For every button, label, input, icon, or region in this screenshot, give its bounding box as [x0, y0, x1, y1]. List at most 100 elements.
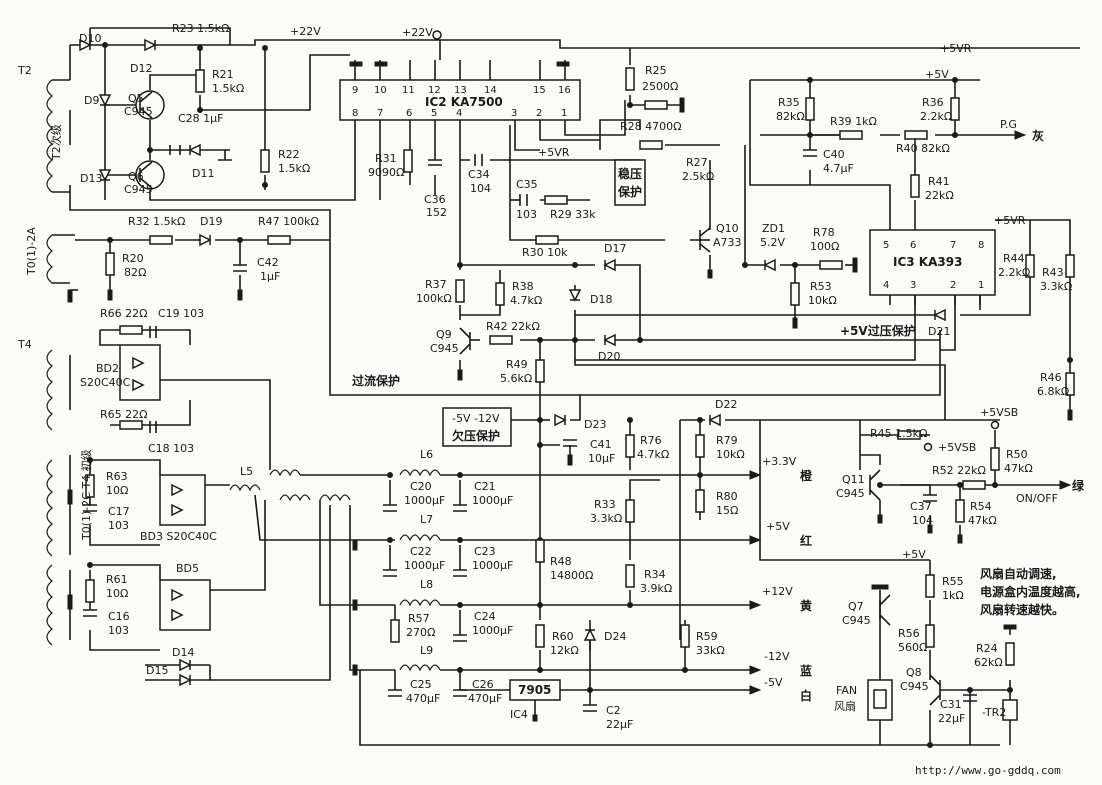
transistor-q7	[879, 594, 891, 626]
capacitor-c26	[453, 689, 467, 697]
label-22v-b: +22V	[402, 26, 433, 39]
label-r54: R54	[970, 500, 992, 513]
resistor-r57	[390, 619, 400, 643]
resistor-r46	[1065, 372, 1075, 396]
label-r53: R53	[810, 280, 832, 293]
label-r43-value: 3.3kΩ	[1040, 280, 1072, 293]
diode-d21	[933, 308, 946, 322]
label-d18: D18	[590, 293, 612, 306]
label-r76: R76	[640, 434, 662, 447]
label-r56-value: 560Ω	[898, 641, 927, 654]
resistor-r44	[1025, 254, 1035, 278]
resistors	[85, 67, 1075, 666]
ic2-ka7500	[339, 60, 581, 125]
resistor-r50	[990, 447, 1000, 471]
label-d23: D23	[584, 418, 606, 431]
resistor-r40	[904, 130, 928, 140]
resistor-r60	[535, 624, 545, 648]
label-c41: C41	[590, 438, 612, 451]
resistor-r43	[1065, 254, 1075, 278]
label-c36-value: 152	[426, 206, 447, 219]
label-q9-value: C945	[430, 342, 459, 355]
note-line-3: 风扇转速越快。	[980, 602, 1064, 617]
label-r29: R29 33k	[550, 208, 596, 221]
label-orange: 橙	[800, 468, 813, 483]
note-line-1: 风扇自动调速,	[980, 566, 1057, 581]
component-labels: D10 R23 1.5kΩ D12 +22V +22V T2 T2次级 D9 Q…	[17, 22, 1085, 777]
resistor-r28	[644, 100, 668, 110]
label-r50-value: 47kΩ	[1004, 462, 1033, 475]
capacitor-c16	[83, 609, 97, 617]
label-r35-value: 82kΩ	[776, 110, 805, 123]
capacitor-c41	[563, 439, 577, 447]
resistor-r79	[695, 434, 705, 458]
label-r33-value: 3.3kΩ	[590, 512, 622, 525]
label-c26-value: 470μF	[468, 692, 502, 705]
label-r44-value: 2.2kΩ	[998, 266, 1030, 279]
capacitor-c35	[519, 194, 528, 206]
label-r23: R23 1.5kΩ	[172, 22, 229, 35]
resistor-r42	[489, 335, 513, 345]
label-d19: D19	[200, 215, 222, 228]
label-yellow: 黄	[800, 598, 812, 613]
resistor-r61	[85, 579, 95, 603]
label-blue: 蓝	[800, 663, 812, 678]
label-5vsb-a: +5VSB	[980, 406, 1018, 419]
label-ocp: 过流保护	[352, 373, 400, 388]
resistor-r80	[695, 489, 705, 513]
label-r31: R31	[375, 152, 397, 165]
resistor-r36	[950, 97, 960, 121]
label-q6-value: C945	[124, 183, 153, 196]
label-q9: Q9	[436, 328, 452, 341]
junction-dots	[87, 42, 1073, 748]
ic3-pin-7: 7	[950, 240, 956, 251]
label-r78-value: 100Ω	[810, 240, 839, 253]
label-r27: R27	[686, 156, 708, 169]
label-d20: D20	[598, 350, 620, 363]
terminals	[432, 30, 1072, 695]
inductor-l5-c	[279, 494, 311, 502]
label-r48: R48	[550, 555, 572, 568]
label-r38: R38	[512, 280, 534, 293]
inductor-l5-b	[229, 484, 261, 492]
label-d12: D12	[130, 62, 152, 75]
resistor-r27	[639, 140, 663, 150]
label-q10: Q10	[716, 222, 739, 235]
capacitor-c23	[453, 569, 467, 577]
resistor-r32	[149, 235, 173, 245]
label-r41: R41	[928, 175, 950, 188]
label-5vsb-b: +5VSB	[938, 441, 976, 454]
voltage-regulation-box	[614, 159, 646, 206]
label-r54-value: 47kΩ	[968, 514, 997, 527]
resistor-r47	[267, 235, 291, 245]
label-r49-value: 5.6kΩ	[500, 372, 532, 385]
label-r76-value: 4.7kΩ	[637, 448, 669, 461]
label-q6: Q6	[128, 170, 144, 183]
label-c41-value: 10μF	[588, 452, 615, 465]
label-r43: R43	[1042, 266, 1064, 279]
capacitor-c25	[388, 689, 402, 697]
label-r32: R32 1.5kΩ	[128, 215, 185, 228]
transistor-q6	[135, 160, 165, 190]
label-r36: R36	[922, 96, 944, 109]
label-5vr-mid: +5VR	[538, 146, 570, 159]
label-c22-value: 1000μF	[404, 559, 445, 572]
label-r35: R35	[778, 96, 800, 109]
label-l7: L7	[420, 513, 433, 526]
ic3-pin-6: 6	[910, 240, 916, 251]
label-uvp-voltages: -5V -12V	[452, 412, 500, 425]
diode-d24	[583, 628, 597, 641]
label-zd1: ZD1	[762, 222, 785, 235]
label-r63-value: 10Ω	[106, 484, 128, 497]
label-ic4-part: 7905	[518, 683, 551, 697]
label-r24-value: 62kΩ	[974, 656, 1003, 669]
ic2-pin-10: 10	[374, 85, 387, 96]
inductor-l7	[399, 534, 441, 542]
label-t2-winding: T0(1)-2A	[25, 227, 38, 276]
label-r20: R20	[122, 252, 144, 265]
label-r60-value: 12kΩ	[550, 644, 579, 657]
transformer-t2-winding-lower	[46, 234, 75, 284]
label-r22: R22	[278, 148, 300, 161]
label-r34: R34	[644, 568, 666, 581]
